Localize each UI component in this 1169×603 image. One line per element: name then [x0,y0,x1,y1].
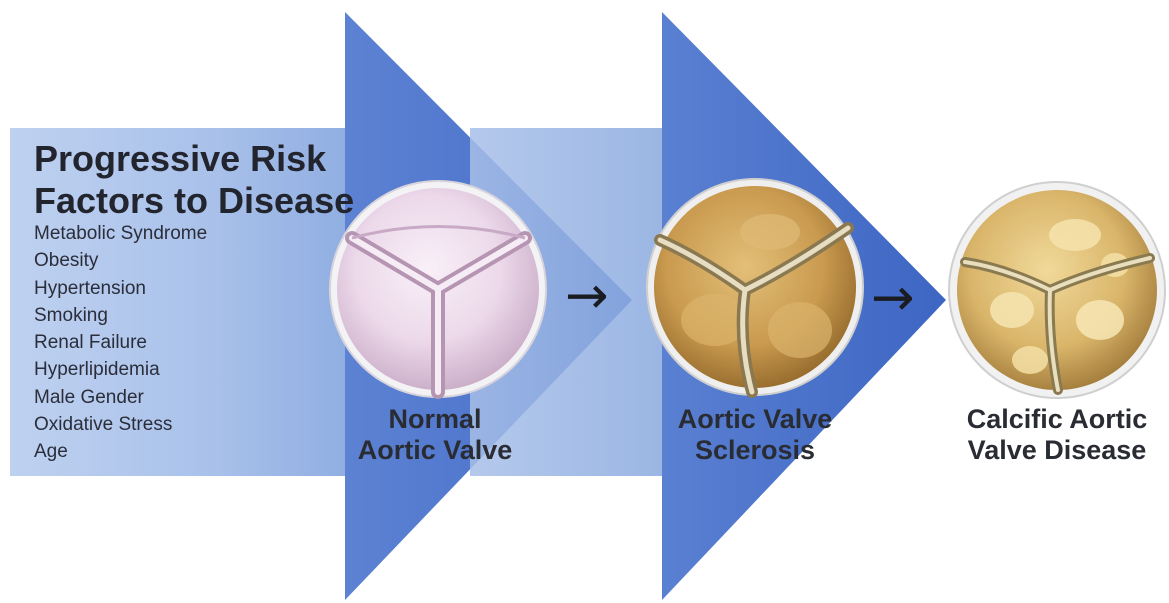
risk-factor-item: Age [34,438,207,465]
risk-factor-item: Oxidative Stress [34,411,207,438]
right-arrow-icon: → [871,272,915,324]
stage-label-line: Aortic Valve [640,404,870,435]
calcific-valve-image [949,182,1165,398]
title-line-2: Factors to Disease [34,180,364,222]
risk-factor-item: Male Gender [34,384,207,411]
stage-label-line: Aortic Valve [330,435,540,466]
diagram-title: Progressive Risk Factors to Disease [34,138,364,222]
stage-label-line: Normal [330,404,540,435]
stage-label-line: Sclerosis [640,435,870,466]
right-arrow-icon: → [565,270,609,322]
risk-factor-item: Obesity [34,247,207,274]
risk-factor-item: Smoking [34,302,207,329]
stage-label-line: Valve Disease [950,435,1164,466]
risk-factor-item: Renal Failure [34,329,207,356]
stage-label-sclerosis: Aortic Valve Sclerosis [640,404,870,466]
stage-label-calcific: Calcific Aortic Valve Disease [950,404,1164,466]
stage-label-line: Calcific Aortic [950,404,1164,435]
title-line-1: Progressive Risk [34,138,364,180]
risk-factor-item: Hypertension [34,275,207,302]
risk-factor-list: Metabolic Syndrome Obesity Hypertension … [34,220,207,466]
risk-factor-item: Metabolic Syndrome [34,220,207,247]
stage-label-normal: Normal Aortic Valve [330,404,540,466]
risk-factor-item: Hyperlipidemia [34,356,207,383]
sclerosis-valve-image [647,179,863,395]
